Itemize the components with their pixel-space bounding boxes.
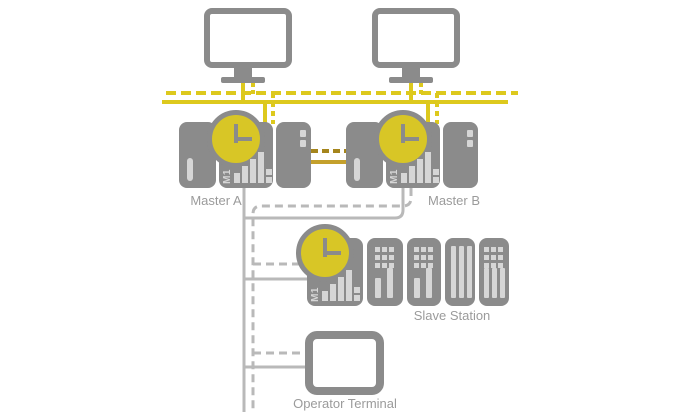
- monitor-screen: [204, 8, 292, 68]
- monitor-neck: [402, 66, 420, 77]
- io-bars: [484, 268, 505, 298]
- cpu-tag: M1: [222, 169, 233, 184]
- clock-hour-hand: [236, 137, 252, 141]
- label-master-b: Master B: [427, 193, 480, 208]
- label-operator-terminal: Operator Terminal: [293, 396, 397, 411]
- label-master-a: Master A: [190, 193, 242, 208]
- monitor-neck: [234, 66, 252, 77]
- module-leds: [467, 130, 473, 147]
- io-bar: [375, 278, 381, 298]
- cpu-dots: [433, 169, 439, 183]
- monitor-screen: [372, 8, 460, 68]
- signal-bars-icon: [234, 152, 264, 183]
- terminal-grid-icon: [484, 247, 489, 252]
- clock-icon: [296, 224, 354, 282]
- slave-io-module-1: [367, 238, 403, 306]
- signal-bars-icon: [401, 152, 431, 183]
- terminal-grid-icon: [375, 247, 380, 252]
- operator-terminal-hmi: [305, 331, 384, 395]
- slave-io-module-3: [445, 238, 475, 306]
- workstation-b-monitor: [372, 8, 460, 86]
- io-tall-bars: [451, 246, 472, 298]
- module-slot: [187, 158, 193, 181]
- terminal-grid-icon: [414, 247, 419, 252]
- clock-minute-hand: [234, 124, 238, 143]
- clock-icon: [207, 110, 265, 168]
- label-slave-station: Slave Station: [413, 308, 491, 323]
- fieldbus-solid-branch-to-master-b: [244, 188, 405, 220]
- cpu-dots: [354, 287, 360, 301]
- workstation-a-monitor: [204, 8, 292, 86]
- cpu-tag: M1: [389, 169, 400, 184]
- clock-minute-hand: [323, 238, 327, 257]
- module-slot: [354, 158, 360, 181]
- module-leds: [300, 130, 306, 147]
- io-bar: [414, 278, 420, 298]
- cpu-tag: M1: [310, 287, 321, 302]
- slave-io-module-4: [479, 238, 509, 306]
- monitor-base: [389, 77, 433, 83]
- slave-io-module-2: [407, 238, 441, 306]
- fieldbus-dashed-vertical: [251, 188, 413, 412]
- cpu-dots: [266, 169, 272, 183]
- clock-hour-hand: [403, 137, 419, 141]
- io-bar: [426, 268, 432, 298]
- io-bar: [387, 268, 393, 298]
- signal-bars-icon: [322, 270, 352, 301]
- master-b-comm-module: [443, 122, 478, 188]
- clock-minute-hand: [401, 124, 405, 143]
- clock-icon: [374, 110, 432, 168]
- master-a-comm-module: [276, 122, 311, 188]
- monitor-base: [221, 77, 265, 83]
- clock-hour-hand: [325, 251, 341, 255]
